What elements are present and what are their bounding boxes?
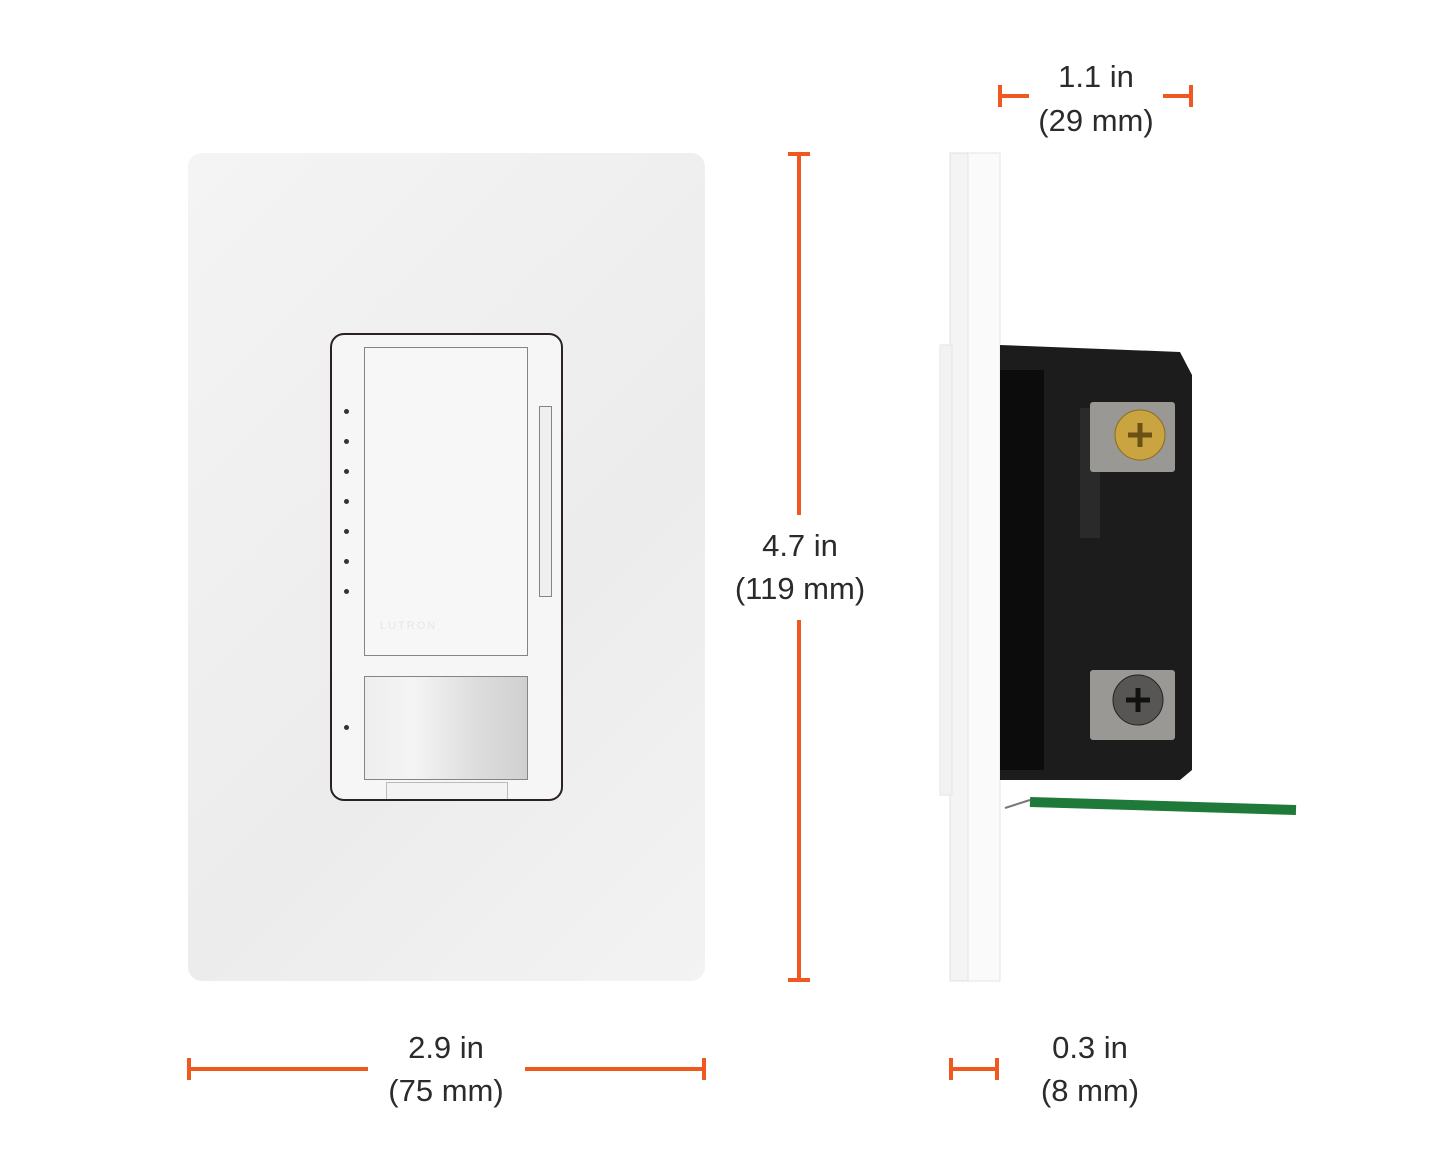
thickness-dimension-line	[950, 1067, 998, 1071]
dimension-cap	[998, 85, 1002, 107]
wire-strand	[1004, 799, 1031, 809]
depth-imperial-label: 1.1 in	[1058, 59, 1134, 94]
led-indicator	[344, 409, 349, 414]
dimension-cap	[788, 978, 810, 982]
thickness-metric-label: (8 mm)	[1040, 1073, 1140, 1108]
switch-paddle	[364, 347, 528, 656]
brand-logo: LUTRON	[380, 620, 438, 632]
depth-dimension-line	[1163, 94, 1192, 98]
dimension-cap	[995, 1058, 999, 1080]
height-dimension-line	[797, 620, 801, 981]
depth-dimension-line	[999, 94, 1029, 98]
led-indicator	[344, 499, 349, 504]
led-indicator	[344, 529, 349, 534]
occupancy-sensor-lens	[364, 676, 528, 780]
led-indicator	[344, 439, 349, 444]
width-dimension-line	[188, 1067, 368, 1071]
height-dimension-line	[797, 153, 801, 515]
sensor-led	[344, 725, 349, 730]
body-recess	[1000, 370, 1044, 770]
height-imperial-label: 4.7 in	[762, 528, 838, 563]
thickness-imperial-label: 0.3 in	[1052, 1030, 1128, 1065]
dimension-cap	[788, 152, 810, 156]
width-imperial-label: 2.9 in	[408, 1030, 484, 1065]
dimension-cap	[187, 1058, 191, 1080]
switch-tab	[386, 782, 508, 799]
ground-wire	[1029, 797, 1297, 815]
height-metric-label: (119 mm)	[734, 571, 866, 606]
dimmer-slider	[539, 406, 552, 597]
side-view	[939, 152, 1297, 982]
width-dimension-line	[525, 1067, 705, 1071]
plate-edge	[967, 152, 1001, 982]
yoke-edge	[939, 344, 953, 796]
width-metric-label: (75 mm)	[388, 1073, 504, 1108]
dimension-cap	[1189, 85, 1193, 107]
dimension-cap	[949, 1058, 953, 1080]
led-indicator	[344, 559, 349, 564]
depth-metric-label: (29 mm)	[1038, 103, 1154, 138]
led-indicator	[344, 469, 349, 474]
dimension-cap	[702, 1058, 706, 1080]
led-indicator	[344, 589, 349, 594]
